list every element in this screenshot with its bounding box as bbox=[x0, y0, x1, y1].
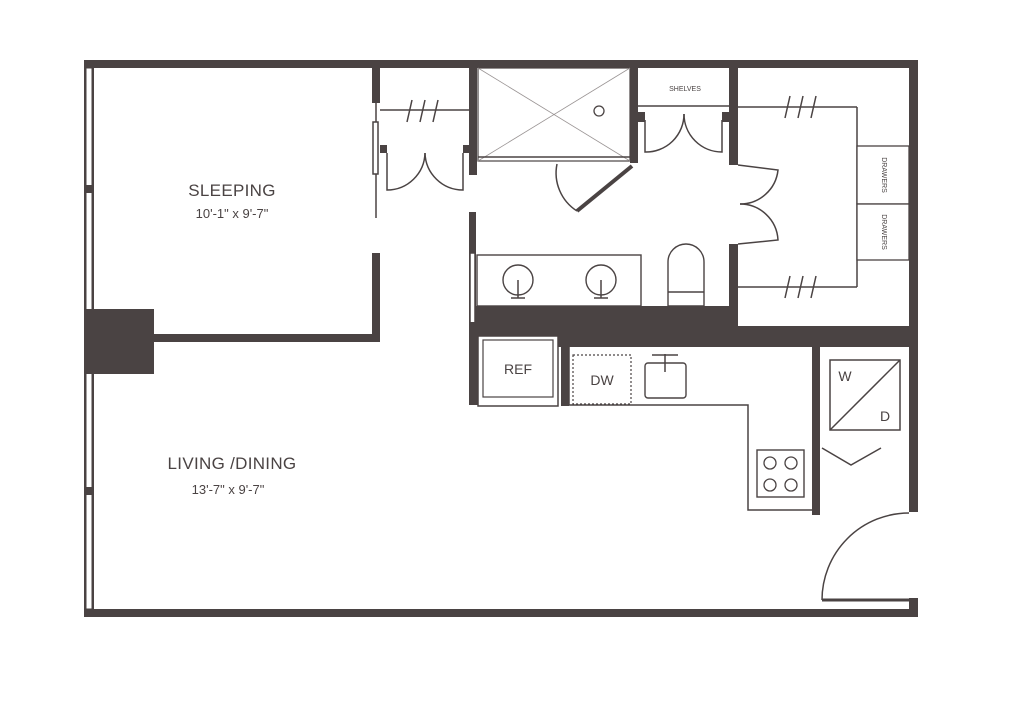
refrigerator[interactable]: REF bbox=[477, 335, 559, 407]
kitchen: REF DW bbox=[477, 335, 812, 511]
cooktop bbox=[756, 449, 805, 498]
dw-label: DW bbox=[590, 372, 614, 388]
shelves-closet[interactable]: SHELVES bbox=[638, 68, 738, 165]
structural-column bbox=[84, 309, 154, 374]
ref-label: REF bbox=[504, 361, 532, 377]
laundry: W D bbox=[812, 347, 901, 515]
closet-sleeping[interactable] bbox=[380, 68, 477, 191]
drawers-label-bottom: DRAWERS bbox=[880, 214, 887, 250]
dryer-label: D bbox=[880, 408, 890, 424]
sleeping-room-name: SLEEPING bbox=[188, 181, 275, 200]
bathroom-fixtures bbox=[469, 212, 705, 324]
washer-label: W bbox=[838, 368, 852, 384]
living-room-dims: 13'-7" x 9'-7" bbox=[192, 482, 265, 497]
entry-door[interactable] bbox=[821, 512, 910, 602]
sleeping-room-dims: 10'-1" x 9'-7" bbox=[196, 206, 269, 221]
kitchen-sink bbox=[644, 354, 687, 399]
bath-kitchen-wall bbox=[476, 306, 738, 326]
sleeping-walls bbox=[154, 68, 380, 342]
shelves-label: SHELVES bbox=[669, 86, 701, 93]
toilet bbox=[667, 243, 705, 307]
walk-in-closet[interactable]: DRAWERS DRAWERS bbox=[729, 95, 910, 326]
laundry-bifold-door bbox=[821, 447, 882, 466]
living-room-name: LIVING /DINING bbox=[168, 454, 297, 473]
shower bbox=[477, 67, 638, 213]
drawers-label-top: DRAWERS bbox=[880, 157, 887, 193]
